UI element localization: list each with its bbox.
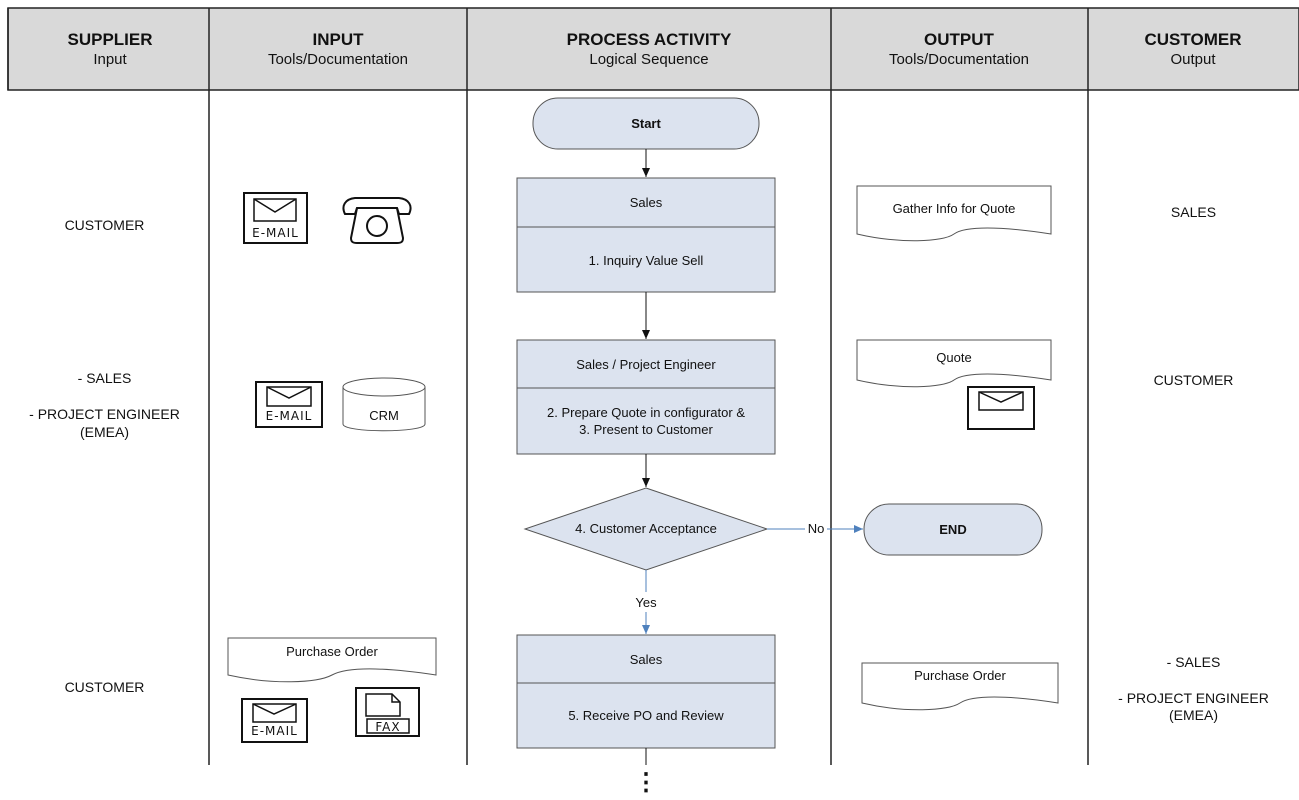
output-gather-info-label: Gather Info for Quote: [892, 201, 1016, 216]
customer-row1: SALES: [1170, 204, 1217, 220]
fax-icon: [355, 687, 420, 737]
step2-role: Sales / Project Engineer: [576, 357, 716, 372]
column-subheader-input: Tools/Documentation: [267, 51, 409, 68]
database-icon: [342, 377, 426, 432]
customer-row2: CUSTOMER: [1153, 372, 1234, 388]
step2-box: [516, 339, 776, 455]
end-terminator: [863, 503, 1043, 556]
column-subheader-output: Tools/Documentation: [888, 51, 1030, 68]
customer-row3-region: (EMEA): [1169, 707, 1218, 723]
column-header-supplier: SUPPLIER: [67, 30, 153, 49]
no-branch-label: No: [807, 521, 825, 536]
input-document-purchase-order: [227, 637, 437, 683]
supplier-row2-project-engineer: - PROJECT ENGINEER: [29, 406, 180, 422]
input-purchase-order-label: Purchase Order: [286, 644, 378, 659]
header-band: [7, 7, 1299, 91]
column-subheader-process-activity: Logical Sequence: [589, 51, 709, 68]
continuation-ellipsis: ⋮: [634, 769, 658, 796]
step2-task-line1: 2. Prepare Quote in configurator &: [546, 405, 745, 420]
output-purchase-order-label: Purchase Order: [914, 668, 1006, 683]
step1-box: [516, 177, 776, 293]
customer-row3-project-engineer: - PROJECT ENGINEER: [1118, 690, 1269, 706]
crm-label: CRM: [369, 408, 399, 423]
end-label: END: [939, 522, 967, 537]
column-header-process-activity: PROCESS ACTIVITY: [566, 30, 732, 49]
column-header-output: OUTPUT: [924, 30, 994, 49]
fax-label: FAX: [375, 720, 401, 734]
email-icon: [241, 698, 308, 743]
yes-branch-label: Yes: [635, 595, 657, 610]
output-document-gather-info: [856, 185, 1052, 242]
email-icon: [255, 381, 323, 428]
step1-task: 1. Inquiry Value Sell: [588, 253, 704, 268]
output-document-quote: [856, 339, 1052, 388]
column-header-customer: CUSTOMER: [1144, 30, 1242, 49]
output-quote-label: Quote: [936, 350, 972, 365]
email-icon: [243, 192, 308, 244]
start-label: Start: [631, 116, 661, 131]
supplier-row2-region: (EMEA): [80, 424, 129, 440]
customer-row3-sales: - SALES: [1166, 654, 1221, 670]
email-icon: [967, 386, 1035, 430]
column-subheader-supplier: Input: [93, 51, 127, 68]
supplier-row3: CUSTOMER: [64, 679, 145, 695]
supplier-row1: CUSTOMER: [64, 217, 145, 233]
column-header-input: INPUT: [312, 30, 364, 49]
step2-task-line2: 3. Present to Customer: [579, 422, 713, 437]
output-document-purchase-order: [861, 662, 1059, 711]
decision-label: 4. Customer Acceptance: [575, 521, 717, 536]
email-label: E-MAIL: [251, 724, 298, 738]
column-subheader-customer: Output: [1170, 51, 1216, 68]
email-label: E-MAIL: [265, 409, 313, 423]
step1-role: Sales: [629, 195, 663, 210]
step5-role: Sales: [629, 652, 663, 667]
telephone-icon: [342, 197, 412, 244]
lane-dividers: [7, 8, 1089, 765]
step5-box: [516, 634, 776, 749]
supplier-row2-sales: - SALES: [77, 370, 132, 386]
email-label: E-MAIL: [252, 226, 299, 240]
step5-task: 5. Receive PO and Review: [568, 708, 724, 723]
